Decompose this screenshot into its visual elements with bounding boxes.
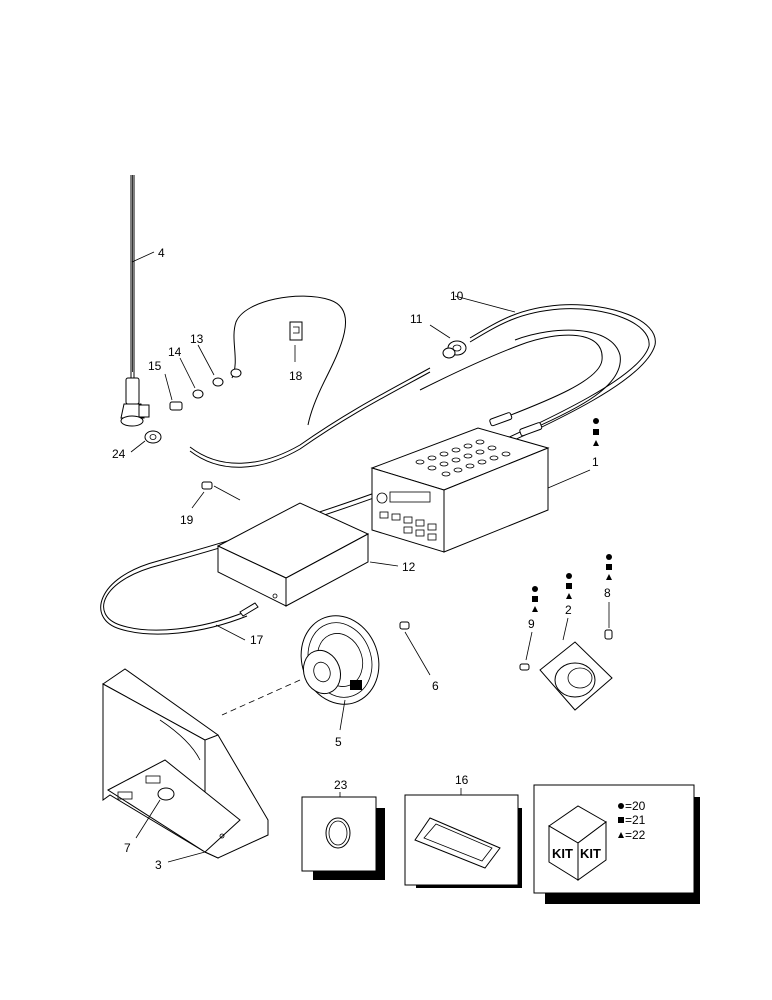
callout-17: 17: [250, 633, 264, 647]
callout-19: 19: [180, 513, 194, 527]
callout-12: 12: [402, 560, 416, 574]
callout-7: 7: [124, 841, 131, 855]
box-16: [404, 794, 522, 888]
grommet-11: [442, 340, 467, 359]
kit-symbols-1: [593, 418, 599, 446]
callout-2: 2: [565, 603, 572, 617]
callout-23: 23: [334, 778, 348, 792]
callout-24: 24: [112, 447, 126, 461]
kit-box: KIT KIT =20 =21 =22: [533, 784, 700, 904]
nut-24: [144, 430, 162, 444]
kit-symbols-9: [532, 586, 538, 612]
kit-symbols-2: [566, 573, 572, 599]
kit-legend-square: =21: [625, 813, 646, 827]
antenna: [120, 175, 150, 427]
callout-14: 14: [168, 345, 182, 359]
kit-symbols-8: [606, 554, 612, 580]
bracket-3: [102, 668, 269, 859]
washer-13: [212, 377, 224, 387]
kit-legend-circle: =20: [625, 799, 646, 813]
radio-1: [370, 427, 550, 553]
tag-18: [289, 321, 303, 341]
amplifier-box-12: [216, 502, 370, 607]
callout-13: 13: [190, 332, 204, 346]
screw-15: [169, 401, 183, 411]
callout-18: 18: [289, 369, 303, 383]
box-23: [301, 796, 385, 880]
tweeter-2: [539, 641, 613, 711]
callout-16: 16: [455, 773, 469, 787]
screw-19: [201, 481, 213, 490]
callout-6: 6: [432, 679, 439, 693]
screw-9: [519, 663, 530, 671]
speaker-5: [300, 615, 380, 705]
callout-11: 11: [410, 312, 423, 326]
washer-14: [192, 389, 204, 399]
callout-4: 4: [158, 246, 165, 260]
callout-10: 10: [450, 289, 464, 303]
callout-9: 9: [528, 617, 535, 631]
kit-legend-triangle: =22: [625, 828, 646, 842]
callout-5: 5: [335, 735, 342, 749]
callout-15: 15: [148, 359, 162, 373]
callout-1: 1: [592, 455, 599, 469]
callout-3: 3: [155, 858, 162, 872]
nut-7: [157, 787, 175, 801]
screw-8: [604, 629, 613, 640]
kit-label-right: KIT: [580, 846, 601, 861]
screw-6: [399, 621, 410, 630]
callout-8: 8: [604, 586, 611, 600]
kit-label-left: KIT: [552, 846, 573, 861]
